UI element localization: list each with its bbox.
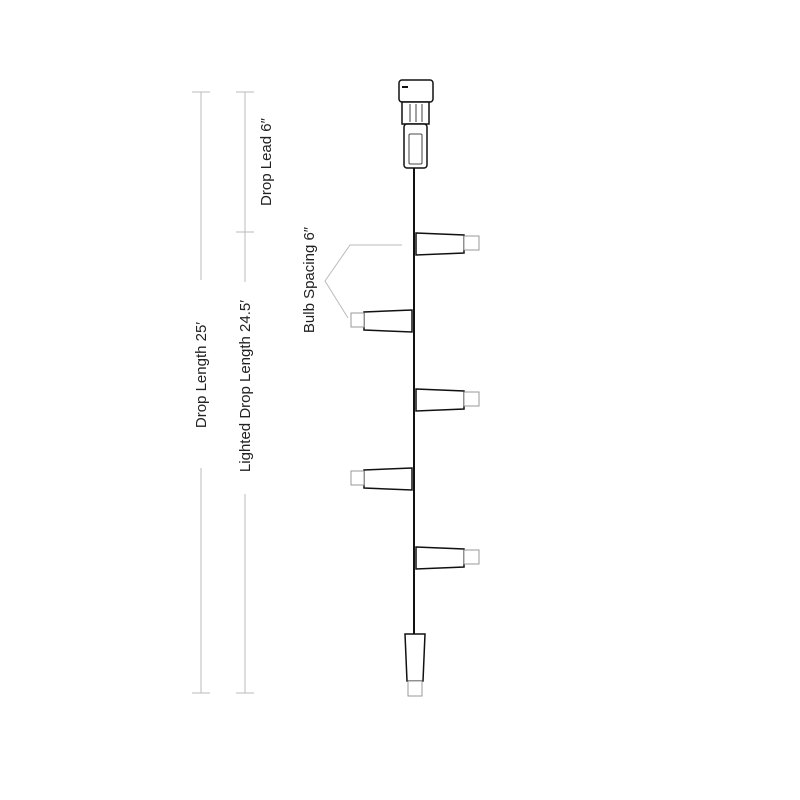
drop-lead-dimension (236, 91, 254, 233)
bulb-2 (350, 309, 413, 333)
lighted-drop-length-dimension (236, 232, 254, 694)
drop-length-dimension (192, 91, 210, 694)
bulb-1 (415, 232, 480, 256)
bulb-5 (415, 546, 480, 570)
bulb-spacing-bracket (324, 244, 402, 319)
lighted-drop-length-label: Lighted Drop Length 24.5′ (237, 300, 254, 472)
bulb-3 (415, 388, 480, 412)
drop-lead-label: Drop Lead 6″ (258, 117, 275, 206)
bulb-spacing-label: Bulb Spacing 6″ (301, 226, 318, 333)
bulb-4 (350, 467, 413, 491)
connector-plug (398, 79, 434, 169)
drop-length-label: Drop Length 25′ (193, 322, 210, 428)
bulb-end (404, 633, 426, 697)
